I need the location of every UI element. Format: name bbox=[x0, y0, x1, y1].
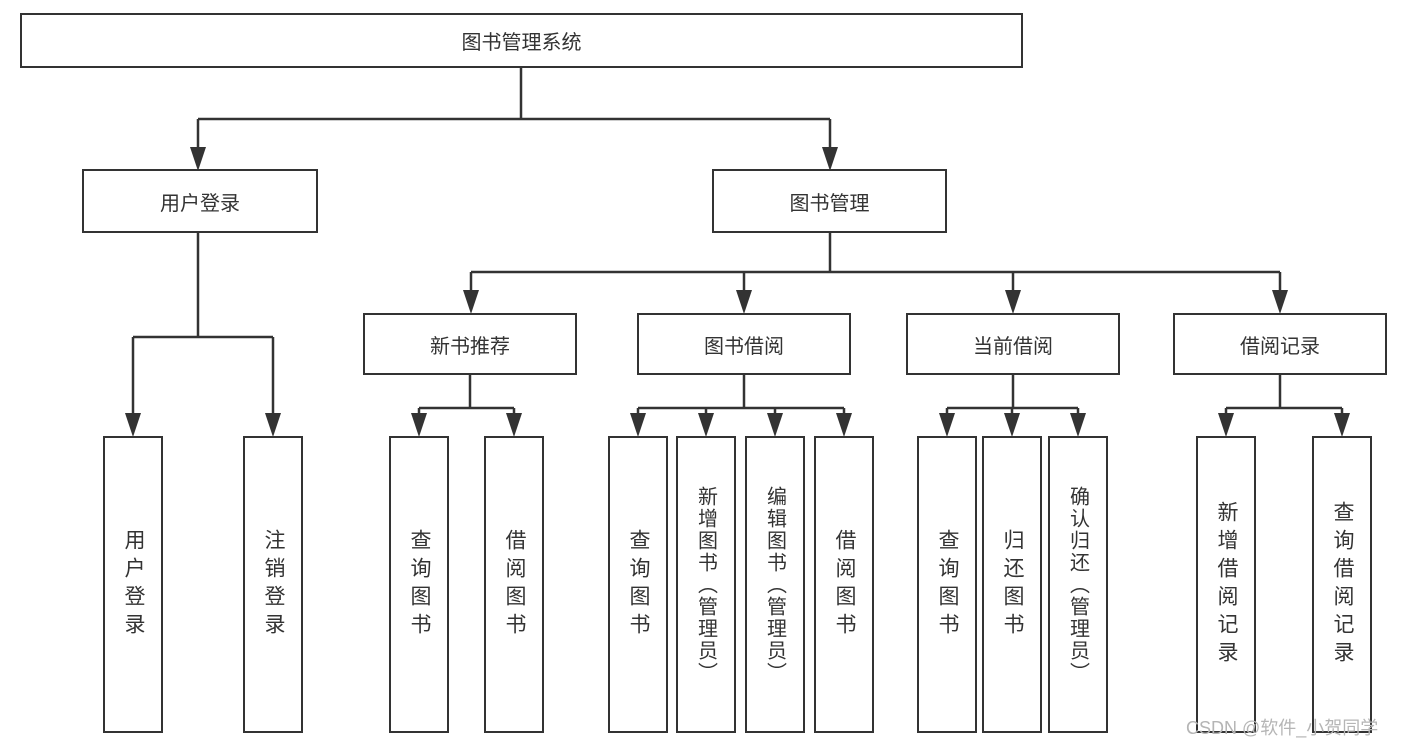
node-book-borrow: 图书借阅 bbox=[637, 313, 851, 375]
arrowhead bbox=[698, 413, 714, 437]
arrowhead bbox=[630, 413, 646, 437]
node-query-borrow-record: 查询借阅记录 bbox=[1312, 436, 1372, 733]
node-book-management: 图书管理 bbox=[712, 169, 947, 233]
node-borrow-records: 借阅记录 bbox=[1173, 313, 1387, 375]
arrowhead bbox=[1218, 413, 1234, 437]
connector-user-login-children bbox=[131, 233, 275, 416]
node-borrow-books-action: 借阅图书 bbox=[814, 436, 874, 733]
arrowhead bbox=[463, 290, 479, 314]
node-current-borrow: 当前借阅 bbox=[906, 313, 1120, 375]
arrowhead bbox=[736, 290, 752, 314]
node-query-books-current: 查询图书 bbox=[917, 436, 977, 733]
node-user-login: 用户登录 bbox=[82, 169, 318, 233]
connector-root-to-level2 bbox=[196, 68, 832, 150]
node-user-login-action: 用户登录 bbox=[103, 436, 163, 733]
arrowhead bbox=[411, 413, 427, 437]
arrowhead bbox=[836, 413, 852, 437]
arrowhead bbox=[767, 413, 783, 437]
node-query-books-borrow: 查询图书 bbox=[608, 436, 668, 733]
arrowhead bbox=[265, 413, 281, 437]
node-new-book-recommend: 新书推荐 bbox=[363, 313, 577, 375]
arrowhead bbox=[1272, 290, 1288, 314]
csdn-watermark: CSDN @软件_小贺同学 bbox=[1186, 718, 1379, 738]
arrowhead bbox=[939, 413, 955, 437]
connector-book-borrow-children bbox=[636, 375, 846, 416]
arrowhead bbox=[1070, 413, 1086, 437]
arrowhead bbox=[822, 147, 838, 171]
connector-borrow-records-children bbox=[1224, 375, 1344, 416]
connector-new-book-children bbox=[417, 375, 516, 416]
node-edit-books-admin: 编辑图书（管理员） bbox=[745, 436, 805, 733]
node-add-borrow-record: 新增借阅记录 bbox=[1196, 436, 1256, 733]
arrowhead bbox=[1004, 413, 1020, 437]
node-return-books: 归还图书 bbox=[982, 436, 1042, 733]
node-add-books-admin: 新增图书（管理员） bbox=[676, 436, 736, 733]
arrowhead bbox=[1334, 413, 1350, 437]
node-query-books-recommend: 查询图书 bbox=[389, 436, 449, 733]
arrowhead bbox=[190, 147, 206, 171]
node-confirm-return-admin: 确认归还（管理员） bbox=[1048, 436, 1108, 733]
connector-current-borrow-children bbox=[945, 375, 1080, 416]
node-borrow-books-recommend: 借阅图书 bbox=[484, 436, 544, 733]
arrowhead bbox=[506, 413, 522, 437]
arrowhead bbox=[125, 413, 141, 437]
node-logout-action: 注销登录 bbox=[243, 436, 303, 733]
node-library-system: 图书管理系统 bbox=[20, 13, 1023, 68]
arrowhead bbox=[1005, 290, 1021, 314]
connector-book-management-children bbox=[469, 233, 1282, 293]
